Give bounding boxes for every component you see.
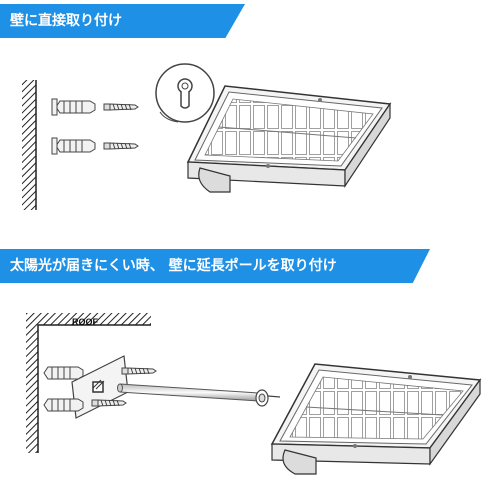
screw-icon [103, 103, 139, 111]
wall-anchor-icon [51, 137, 96, 155]
section-banner-pole-mount: 太陽光が届きにくい時、 壁に延長ポールを取り付け [0, 249, 430, 283]
wall-hatch-icon [22, 80, 36, 210]
screw-icon [103, 142, 139, 150]
solar-panel-icon [186, 85, 392, 193]
wall-anchor-icon [43, 398, 84, 412]
screw-icon [91, 399, 127, 407]
screw-icon [121, 367, 157, 375]
section-banner-direct-mount: 壁に直接取り付け [0, 4, 245, 38]
wall-anchor-icon [51, 98, 96, 116]
extension-pole-icon [117, 383, 281, 407]
solar-panel-icon [270, 363, 482, 475]
wall-anchor-icon [43, 366, 84, 380]
ceiling-wall-corner [26, 313, 151, 453]
keyhole-icon [155, 63, 215, 123]
ceiling-label: ROOF [72, 317, 99, 327]
